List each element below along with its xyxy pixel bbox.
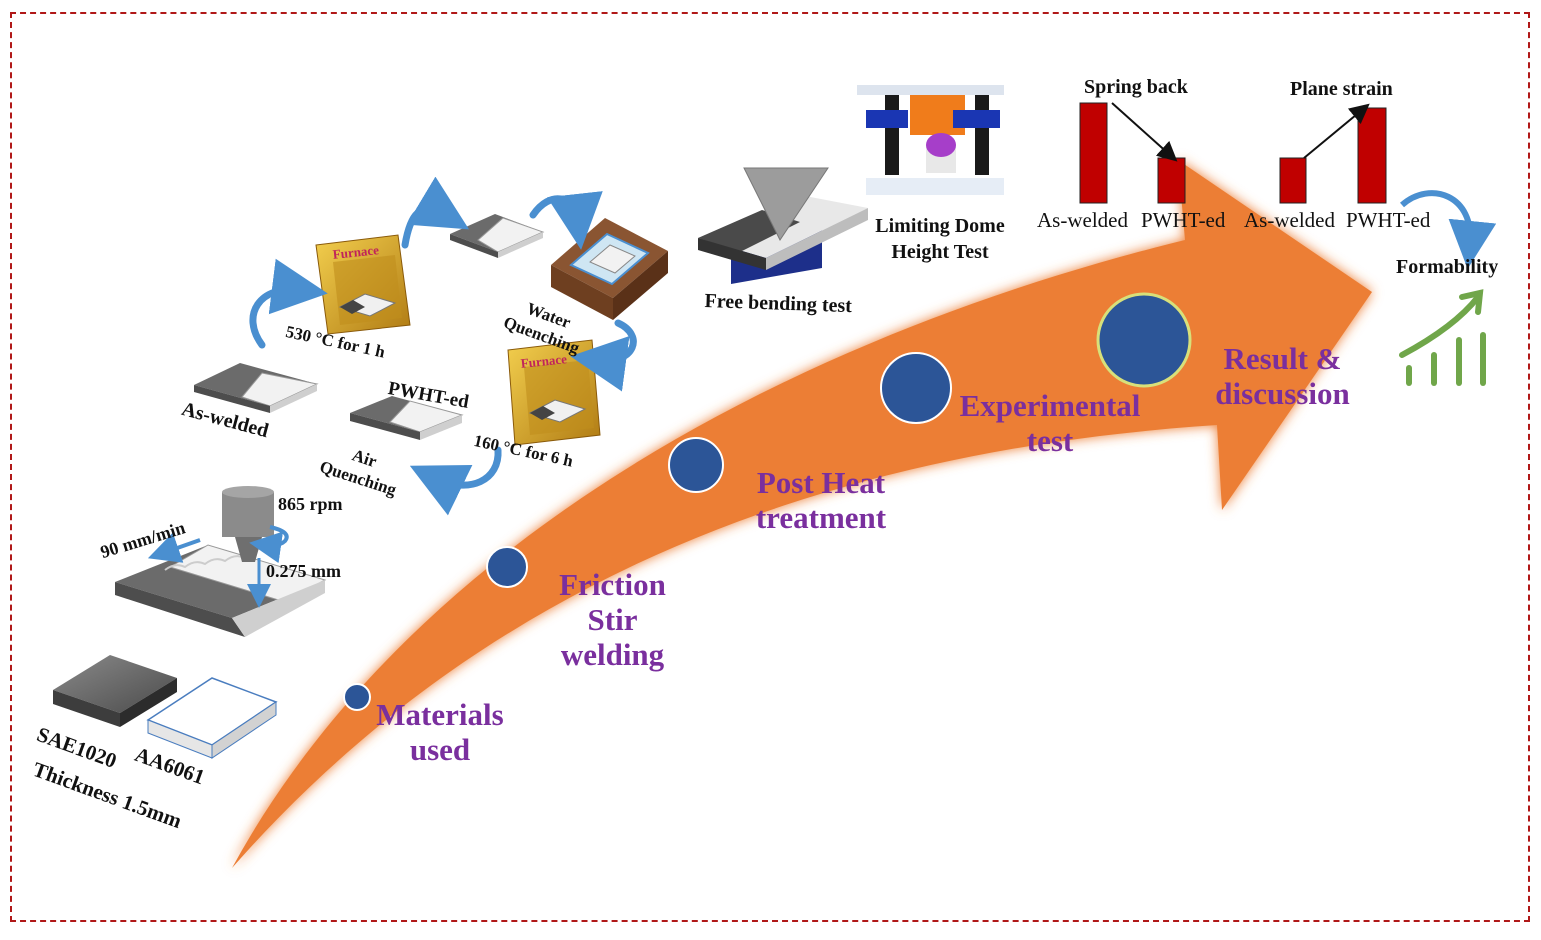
rotation-speed-label: 865 rpm: [278, 494, 343, 514]
stage-label-materials: Materials used: [376, 697, 504, 767]
furnace-1: [315, 234, 411, 335]
plunge-depth-label: 0.275 mm: [266, 561, 341, 581]
ldh-label: Limiting Dome Height Test: [875, 215, 1005, 263]
ldh-test: [857, 85, 1004, 195]
spring-back-bar-pwht: [1157, 157, 1186, 204]
stage-dot-results: [1096, 292, 1192, 388]
spring-back-trend-arrow: [1111, 102, 1178, 162]
spring-back-chart: [1079, 102, 1186, 204]
plane-strain-as-welded-label: As-welded: [1244, 208, 1335, 232]
spring-back-bar-as-welded: [1079, 102, 1108, 204]
spring-back-as-welded-label: As-welded: [1037, 208, 1128, 232]
as-welded-plate: [194, 363, 319, 413]
stage-dot-fsw: [486, 546, 528, 588]
stage-label-fsw: Friction Stir welding: [559, 567, 666, 672]
free-bending-test: [698, 167, 868, 284]
heat-treatment-cycle-arrows: [249, 176, 637, 516]
stage-dot-heat-treatment: [668, 437, 724, 493]
fsw-illustration: [115, 486, 327, 637]
plane-strain-title: Plane strain: [1290, 78, 1393, 100]
spring-back-title: Spring back: [1084, 76, 1188, 98]
plane-strain-chart: [1279, 103, 1387, 204]
plane-strain-trend-arrow: [1303, 103, 1370, 159]
formability-arrow: [1400, 190, 1497, 269]
stage-label-experimental: Experimental test: [959, 388, 1141, 458]
pwht-plate: [350, 396, 464, 440]
spring-back-pwht-label: PWHT-ed: [1141, 208, 1226, 232]
plane-strain-pwht-label: PWHT-ed: [1346, 208, 1431, 232]
plane-strain-bar-as-welded: [1279, 157, 1307, 204]
water-tank: [551, 218, 668, 320]
growth-chart-icon: [1399, 289, 1486, 386]
stage-dot-materials: [343, 683, 371, 711]
materials-plates: [53, 655, 278, 759]
stage-dot-experimental: [880, 352, 952, 424]
stage-label-results: Result & discussion: [1215, 341, 1350, 411]
stage-label-heat-treatment: Post Heat treatment: [755, 465, 887, 535]
process-arrow: [232, 160, 1372, 868]
formability-label: Formability: [1396, 256, 1499, 278]
transfer-plate: [450, 214, 545, 258]
dashed-border: [10, 12, 1530, 922]
plane-strain-bar-pwht: [1357, 107, 1387, 204]
